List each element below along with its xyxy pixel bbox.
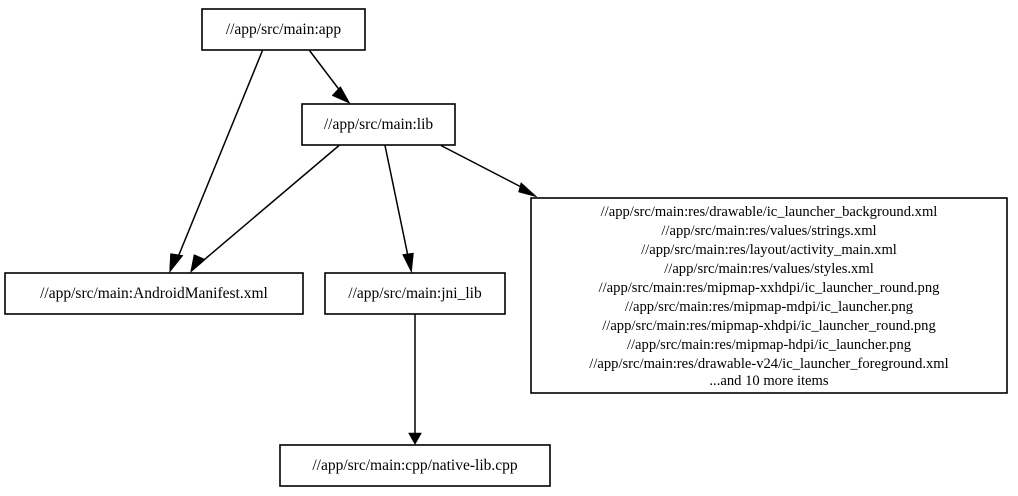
node-resources-label-line-4: //app/src/main:res/values/styles.xml xyxy=(664,261,874,277)
node-android-manifest-label: //app/src/main:AndroidManifest.xml xyxy=(40,285,268,302)
node-lib-label: //app/src/main:lib xyxy=(324,116,434,133)
edge-lib-to-manifest-line xyxy=(197,144,340,266)
node-resources-label-line-1: //app/src/main:res/drawable/ic_launcher_… xyxy=(601,204,938,220)
node-jni-lib[interactable]: //app/src/main:jni_lib xyxy=(324,272,506,315)
edge-lib-to-jni-lib xyxy=(384,145,414,274)
node-native-lib-label: //app/src/main:cpp/native-lib.cpp xyxy=(312,457,518,474)
edge-app-to-lib-line xyxy=(308,50,345,97)
edge-app-to-lib-arrowhead xyxy=(331,86,351,105)
node-app[interactable]: //app/src/main:app xyxy=(201,8,366,51)
edge-lib-to-resources-line xyxy=(440,144,528,191)
edge-app-to-lib xyxy=(308,50,351,105)
edge-lib-to-jni-lib-arrowhead xyxy=(402,252,414,274)
node-native-lib[interactable]: //app/src/main:cpp/native-lib.cpp xyxy=(279,444,551,487)
node-native-lib-box[interactable] xyxy=(279,444,551,487)
node-jni-lib-label: //app/src/main:jni_lib xyxy=(348,285,482,302)
edge-app-to-manifest xyxy=(169,50,264,274)
edge-lib-to-manifest-arrowhead xyxy=(190,254,206,274)
node-android-manifest-box[interactable] xyxy=(4,272,304,315)
edge-jni-lib-to-native-lib-arrowhead xyxy=(408,432,422,446)
edge-lib-to-resources xyxy=(440,144,538,198)
nodes-layer: //app/src/main:app //app/src/main:lib //… xyxy=(4,8,1008,487)
node-jni-lib-box[interactable] xyxy=(324,272,506,315)
node-resources[interactable]: //app/src/main:res/drawable/ic_launcher_… xyxy=(530,197,1008,394)
edge-app-to-manifest-line xyxy=(175,50,264,263)
node-resources-box[interactable] xyxy=(530,197,1008,394)
node-resources-label-line-10: ...and 10 more items xyxy=(709,373,828,389)
edge-lib-to-resources-arrowhead xyxy=(518,182,538,198)
node-resources-label-line-2: //app/src/main:res/values/strings.xml xyxy=(661,223,876,239)
node-android-manifest[interactable]: //app/src/main:AndroidManifest.xml xyxy=(4,272,304,315)
node-lib[interactable]: //app/src/main:lib xyxy=(301,103,456,146)
node-lib-box[interactable] xyxy=(301,103,456,146)
edge-app-to-manifest-arrowhead xyxy=(169,253,184,274)
node-resources-label-line-7: //app/src/main:res/mipmap-xhdpi/ic_launc… xyxy=(602,318,936,334)
node-app-box[interactable] xyxy=(201,8,366,51)
node-app-label: //app/src/main:app xyxy=(226,21,342,38)
node-resources-label-line-8: //app/src/main:res/mipmap-hdpi/ic_launch… xyxy=(627,337,912,353)
edge-lib-to-manifest xyxy=(190,144,340,274)
edge-jni-lib-to-native-lib xyxy=(408,314,422,446)
edges-layer xyxy=(169,50,538,446)
edge-lib-to-jni-lib-line xyxy=(384,145,410,262)
node-resources-label-line-6: //app/src/main:res/mipmap-mdpi/ic_launch… xyxy=(625,299,914,315)
node-resources-label-line-3: //app/src/main:res/layout/activity_main.… xyxy=(641,242,897,258)
node-resources-label-line-5: //app/src/main:res/mipmap-xxhdpi/ic_laun… xyxy=(599,280,941,296)
node-resources-label-line-9: //app/src/main:res/drawable-v24/ic_launc… xyxy=(589,356,948,372)
